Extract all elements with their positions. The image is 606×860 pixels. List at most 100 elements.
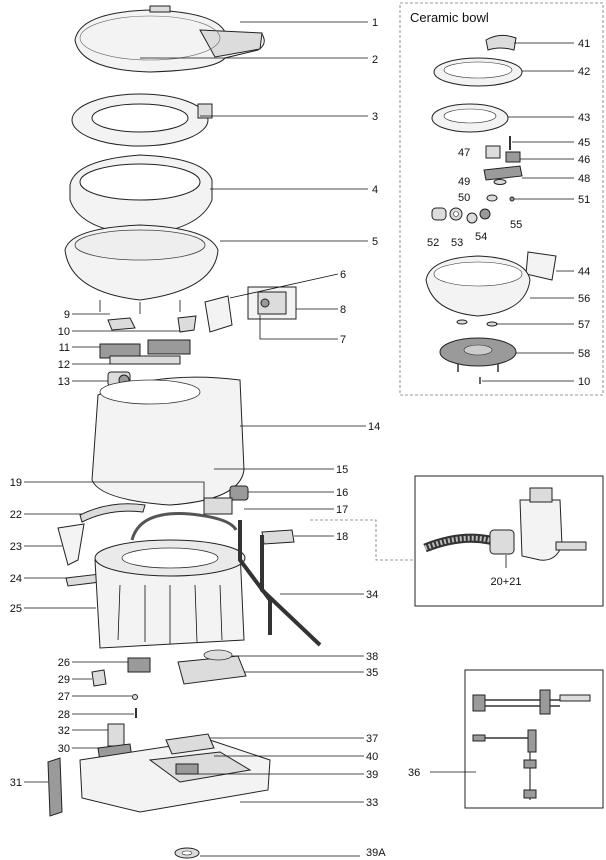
part-label-13: 13 [58, 376, 70, 388]
part-label-28: 28 [58, 709, 70, 721]
part-label-24: 24 [10, 573, 22, 585]
part-14-housing [91, 376, 245, 506]
part-37-block [165, 733, 215, 755]
part-label-15: 15 [336, 464, 348, 476]
part-25-tank [94, 539, 246, 649]
part-label-52: 52 [427, 237, 439, 249]
ceramic-part-44 [525, 251, 557, 281]
ceramic-part-56 [425, 255, 531, 317]
part-11-12-mechanism [99, 339, 191, 365]
ceramic-part-43 [431, 103, 509, 133]
part-label-57: 57 [578, 319, 590, 331]
part-label-58: 58 [578, 348, 590, 360]
part-9-10-clips [107, 315, 197, 333]
ceramic-part-49 [493, 179, 507, 185]
part-label-36: 36 [408, 767, 420, 779]
part-18-holder [261, 529, 295, 545]
ceramic-part-50 [486, 194, 498, 202]
part-label-9: 9 [64, 309, 70, 321]
part-22-ring [79, 503, 146, 523]
part-label-7: 7 [340, 334, 346, 346]
part-label-1: 1 [372, 17, 378, 29]
wiring-harness [472, 689, 591, 800]
part-label-23: 23 [10, 541, 22, 553]
ceramic-part-47 [485, 145, 501, 159]
detail-box-20-21 [414, 475, 604, 607]
part-label-46: 46 [578, 154, 590, 166]
part-15-16-pump [203, 485, 249, 515]
part-6-cover [204, 295, 233, 333]
part-label-43: 43 [578, 112, 590, 124]
part-label-44: 44 [578, 266, 590, 278]
part-label-27: 27 [58, 691, 70, 703]
part-27-screw [132, 694, 138, 700]
part-label-53: 53 [451, 237, 463, 249]
part-label-42: 42 [578, 66, 590, 78]
part-label-48: 48 [578, 173, 590, 185]
part-label-33: 33 [366, 797, 378, 809]
part-label-50: 50 [458, 192, 470, 204]
part-34-hose-pipe [260, 535, 322, 647]
part-39-40-connectors [175, 763, 199, 775]
part-lid [74, 5, 265, 73]
part-label-20-21: 20+21 [491, 576, 522, 588]
ceramic-part-41 [485, 34, 517, 51]
part-label-35: 35 [366, 667, 378, 679]
part-label-25: 25 [10, 603, 22, 615]
part-bowl [64, 224, 219, 314]
part-label-37: 37 [366, 733, 378, 745]
part-7-8-valve [247, 286, 297, 320]
ceramic-part-48 [483, 165, 523, 181]
part-label-5: 5 [372, 236, 378, 248]
part-39a-washer [174, 847, 200, 859]
ceramic-part-10-screws [457, 364, 499, 384]
ceramic-part-58 [439, 337, 517, 367]
part-label-29: 29 [58, 674, 70, 686]
ceramic-bowl-box [399, 2, 604, 396]
part-label-16: 16 [336, 487, 348, 499]
part-label-3: 3 [372, 111, 378, 123]
part-26-valve [127, 657, 151, 673]
part-label-45: 45 [578, 137, 590, 149]
part-label-39A: 39A [366, 847, 386, 859]
part-label-8: 8 [340, 304, 346, 316]
part-seat [71, 93, 213, 147]
part-23-bracket [57, 523, 85, 566]
part-label-30: 30 [58, 743, 70, 755]
part-label-40: 40 [366, 751, 378, 763]
leader-lines [24, 21, 574, 857]
part-label-55: 55 [510, 219, 522, 231]
detail-hose-assembly [423, 487, 587, 568]
ceramic-part-52-53-54-55 [431, 207, 491, 224]
part-label-41: 41 [578, 38, 590, 50]
leader-line-19 [24, 481, 205, 500]
part-label-26: 26 [58, 657, 70, 669]
ceramic-bowl-title: Ceramic bowl [410, 10, 489, 25]
part-rinse-hose [130, 512, 238, 541]
part-label-54: 54 [475, 231, 487, 243]
part-29-cap [91, 669, 107, 687]
part-24-clip [65, 573, 101, 587]
part-label-17: 17 [336, 504, 348, 516]
part-33-base [79, 739, 271, 813]
part-label-31: 31 [10, 777, 22, 789]
part-label-22: 22 [10, 509, 22, 521]
part-label-34: 34 [366, 589, 378, 601]
part-label-47: 47 [458, 147, 470, 159]
part-label-6: 6 [340, 269, 346, 281]
part-label-14: 14 [368, 421, 380, 433]
part-label-32: 32 [58, 725, 70, 737]
leader-line-6 [229, 273, 339, 299]
part-label-51: 51 [578, 194, 590, 206]
detail-callout-line [310, 519, 415, 561]
part-label-11: 11 [59, 342, 70, 354]
part-label-10: 10 [58, 326, 70, 338]
part-label-49: 49 [458, 176, 470, 188]
ceramic-part-57 [456, 319, 498, 327]
part-label-2: 2 [372, 54, 378, 66]
part-label-12: 12 [58, 359, 70, 371]
part-labels: 1234567891011121314151617181920+21222324… [10, 17, 591, 859]
ceramic-part-46 [505, 151, 521, 163]
